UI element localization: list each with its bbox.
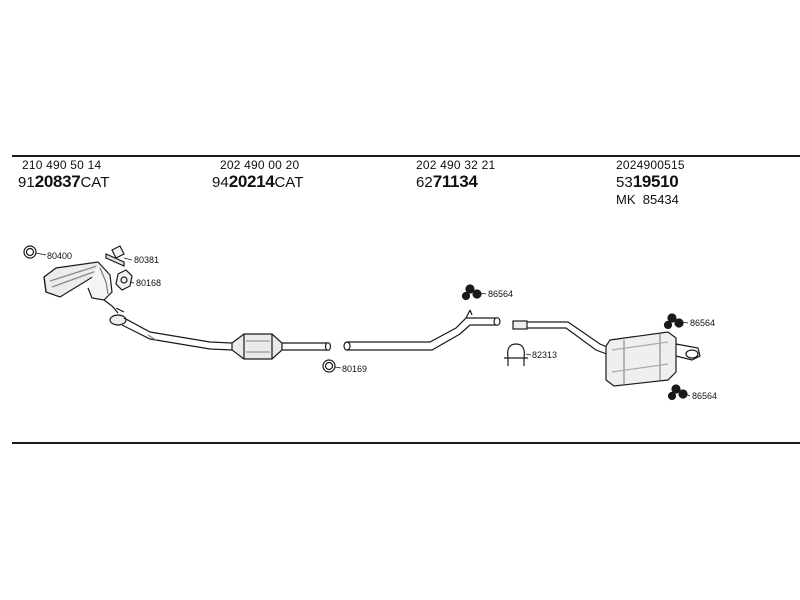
label-clamp-rear: 82313 <box>532 350 557 360</box>
hanger-86564-rear-bottom-icon[interactable] <box>667 384 688 401</box>
column-intermediate-pipe: 202 490 32 21 6271134 <box>416 158 495 192</box>
column-front-catalyst: 210 490 50 14 9120837CAT <box>18 158 109 192</box>
front-pipe-part[interactable] <box>109 314 332 360</box>
article-prefix: 53 <box>616 174 633 191</box>
oe-number: 202 490 32 21 <box>416 158 496 172</box>
article-main: 19510 <box>632 172 679 191</box>
clamp-80400-icon[interactable] <box>23 245 37 259</box>
rear-muffler-part[interactable] <box>512 320 701 387</box>
bottom-divider <box>12 442 800 444</box>
label-clamp-mid: 80169 <box>342 364 367 374</box>
article-number: 5319510 <box>616 173 685 192</box>
label-hanger-mid: 86564 <box>488 289 513 299</box>
article-main: 20837 <box>34 172 81 191</box>
label-clamp-front: 80400 <box>47 251 72 261</box>
gasket-80381-icon[interactable] <box>105 245 125 267</box>
mk-number: 85434 <box>642 192 679 207</box>
mk-label: MK <box>616 192 636 207</box>
article-main: 71134 <box>432 172 478 191</box>
label-gasket-bottom: 80168 <box>136 278 161 288</box>
gasket-80168-icon[interactable] <box>115 269 133 291</box>
column-middle-catalyst: 202 490 00 20 9420214CAT <box>212 158 303 192</box>
article-number: 6271134 <box>416 173 495 192</box>
front-catalyst-part[interactable] <box>43 261 125 314</box>
article-number: 9420214CAT <box>212 173 303 192</box>
label-hanger-rear-bottom: 86564 <box>692 391 717 401</box>
oe-number: 2024900515 <box>616 158 685 172</box>
mounting-kit: MK 85434 <box>616 192 685 208</box>
article-number: 9120837CAT <box>18 173 109 192</box>
hanger-86564-rear-top-icon[interactable] <box>663 313 684 330</box>
article-prefix: 94 <box>212 174 229 191</box>
intermediate-pipe-part[interactable] <box>343 309 501 351</box>
article-prefix: 62 <box>416 174 433 191</box>
hanger-86564-mid-icon[interactable] <box>461 284 482 301</box>
article-suffix: CAT <box>274 174 304 191</box>
oe-number: 202 490 00 20 <box>220 158 300 172</box>
clamp-80169-icon[interactable] <box>322 359 336 373</box>
clamp-82313-icon[interactable] <box>504 343 528 366</box>
top-divider <box>12 155 800 157</box>
oe-number: 210 490 50 14 <box>22 158 102 172</box>
label-hanger-rear-top: 86564 <box>690 318 715 328</box>
column-rear-muffler: 2024900515 5319510 MK 85434 <box>616 158 685 208</box>
article-prefix: 91 <box>18 174 35 191</box>
article-suffix: CAT <box>80 174 110 191</box>
label-gasket-top: 80381 <box>134 255 159 265</box>
article-main: 20214 <box>228 172 275 191</box>
